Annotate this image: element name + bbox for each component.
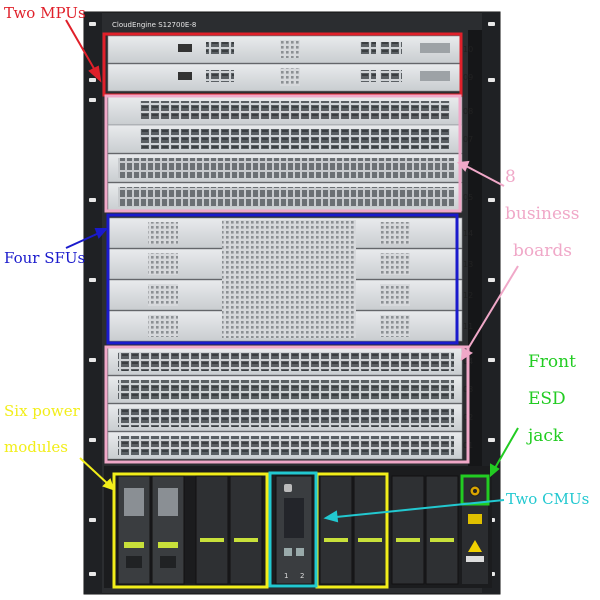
power-arrow [79, 457, 115, 491]
slot-number: 09 [463, 73, 473, 82]
business-arrow-upper [457, 160, 505, 187]
business-boards-upper [107, 96, 463, 212]
power-modules [117, 475, 459, 585]
label-power-line1: Six power [4, 402, 80, 420]
business-lower-highlight-box [104, 345, 470, 464]
chassis-model: CloudEngine S12700E-8 [112, 21, 196, 29]
slot-number: 07 [463, 135, 473, 144]
cmu-port-label: 1 [284, 572, 288, 580]
label-business-count: 8 [505, 167, 516, 187]
mpu-boards [107, 35, 463, 92]
label-sfus: Four SFUs [4, 249, 86, 267]
label-esd-line2: ESD [528, 389, 566, 409]
label-business-word: business [505, 204, 580, 224]
label-esd-line1: Front [528, 352, 576, 372]
cmu-modules: 1 2 [275, 475, 313, 585]
cmu-highlight-box [268, 471, 318, 588]
slot-number: 05 [463, 193, 473, 202]
power-left-highlight-box [112, 472, 269, 589]
label-power-line2: modules [4, 438, 68, 456]
slot-number: 11 [463, 322, 473, 331]
esd-arrow [490, 427, 519, 478]
esd-highlight-box [460, 474, 490, 506]
business-boards-lower [107, 347, 463, 460]
label-business-boards: boards [513, 241, 572, 261]
esd-jack-area [462, 476, 488, 584]
cable-channel [468, 30, 482, 470]
sfu-highlight-box [106, 213, 459, 345]
label-mpus: Two MPUs [4, 4, 86, 22]
slot-number: 08 [463, 107, 473, 116]
right-rack-ear [482, 12, 500, 594]
slot-number: 12 [463, 291, 473, 300]
rack-holes [89, 22, 495, 576]
slot-number: 06 [463, 164, 473, 173]
sfu-arrow [65, 228, 109, 249]
business-upper-highlight-box [104, 94, 462, 213]
cmu-port-label: 2 [300, 572, 304, 580]
label-cmus: Two CMUs [506, 490, 590, 508]
business-arrow-lower [460, 265, 519, 362]
slot-number: 14 [463, 229, 473, 238]
slot-number: 13 [463, 260, 473, 269]
mpu-arrow [65, 19, 102, 83]
sfu-boards [107, 217, 463, 342]
label-esd-line3: jack [528, 426, 564, 446]
slot-number: 10 [463, 45, 473, 54]
left-rack-ear [84, 12, 102, 594]
cmu-arrow [323, 499, 505, 523]
